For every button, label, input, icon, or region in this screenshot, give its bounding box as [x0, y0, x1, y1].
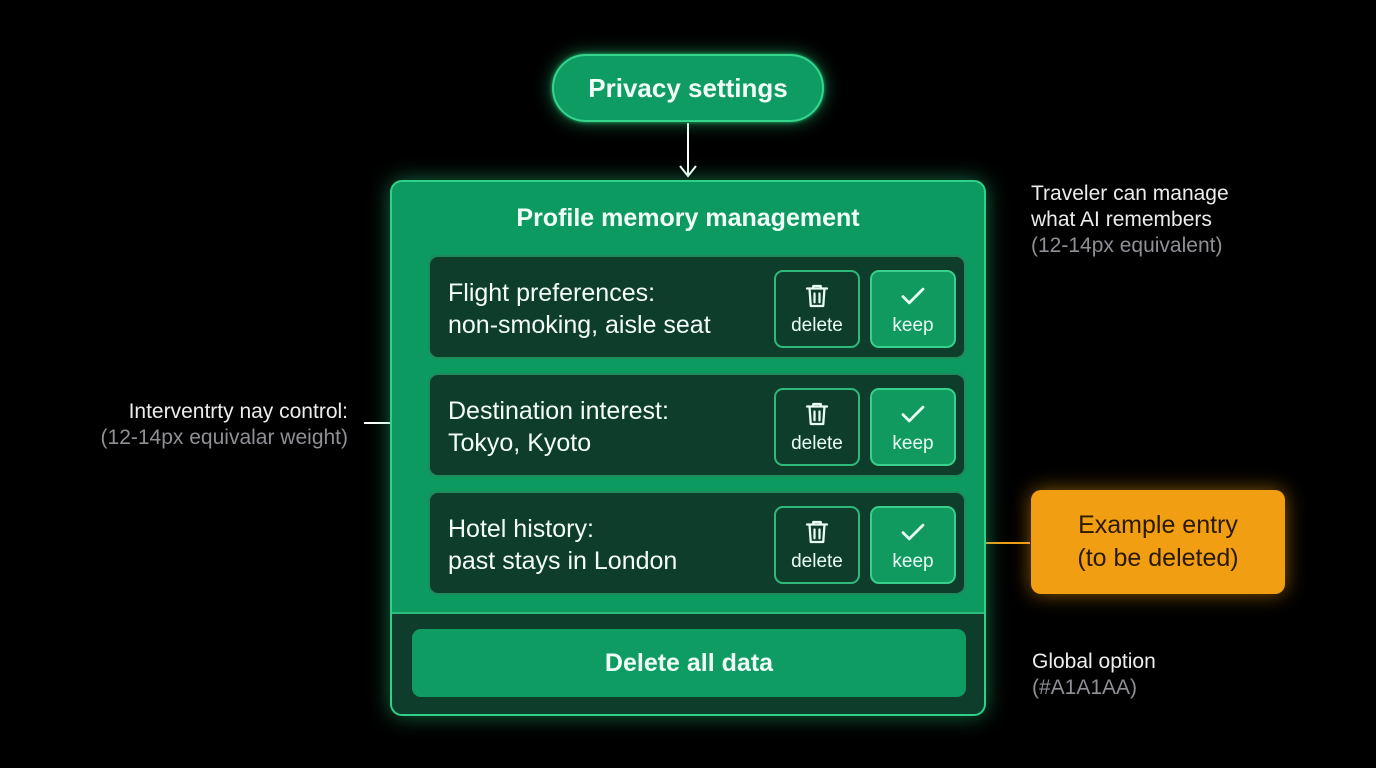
profile-memory-panel: Profile memory management Flight prefere…: [390, 180, 986, 716]
entry-text: Flight preferences: non-smoking, aisle s…: [448, 277, 711, 341]
trash-icon: [805, 402, 829, 426]
memory-entry-hotel: Hotel history: past stays in London dele…: [428, 491, 966, 595]
entry-value: past stays in London: [448, 547, 678, 575]
callout-line: (to be deleted): [1077, 544, 1239, 572]
entry-value: non-smoking, aisle seat: [448, 311, 711, 339]
delete-all-button[interactable]: Delete all data: [412, 629, 966, 697]
keep-label: keep: [892, 433, 934, 454]
trash-icon: [805, 284, 829, 308]
callout-line: Example entry: [1078, 511, 1238, 539]
annotation-line: Global option: [1032, 650, 1156, 673]
delete-label: delete: [791, 315, 843, 336]
keep-button[interactable]: keep: [870, 506, 956, 584]
checkmark-icon: [901, 405, 925, 423]
annotation-control: Interventrty nay control: (12-14px equiv…: [101, 399, 348, 451]
delete-button[interactable]: delete: [774, 270, 860, 348]
example-entry-callout: Example entry (to be deleted): [1031, 490, 1285, 594]
annotation-note: (12-14px equivalar weight): [100, 426, 348, 449]
entry-label: Destination interest:: [448, 397, 669, 425]
annotation-note: (#A1A1AA): [1032, 676, 1138, 699]
delete-button[interactable]: delete: [774, 388, 860, 466]
memory-entry-flight: Flight preferences: non-smoking, aisle s…: [428, 255, 966, 359]
checkmark-icon: [901, 287, 925, 305]
delete-button[interactable]: delete: [774, 506, 860, 584]
annotation-traveler-manage: Traveler can manage what AI remembers (1…: [1031, 181, 1229, 259]
arrow-privacy-to-panel: [679, 123, 697, 178]
keep-button[interactable]: keep: [870, 388, 956, 466]
keep-label: keep: [892, 315, 934, 336]
privacy-settings-button[interactable]: Privacy settings: [552, 54, 824, 122]
annotation-line: Interventrty nay control:: [128, 400, 348, 423]
annotation-note: (12-14px equivalent): [1031, 234, 1223, 257]
panel-title: Profile memory management: [516, 204, 860, 232]
keep-label: keep: [892, 551, 934, 572]
trash-icon: [805, 520, 829, 544]
memory-entry-destination: Destination interest: Tokyo, Kyoto delet…: [428, 373, 966, 477]
entry-label: Hotel history:: [448, 515, 594, 543]
annotation-line: Traveler can manage: [1031, 182, 1229, 205]
panel-footer: Delete all data: [392, 612, 984, 714]
annotation-global-option: Global option (#A1A1AA): [1032, 649, 1156, 701]
annotation-line: what AI remembers: [1031, 208, 1212, 231]
delete-label: delete: [791, 433, 843, 454]
entry-text: Hotel history: past stays in London: [448, 513, 677, 577]
entry-value: Tokyo, Kyoto: [448, 429, 592, 457]
delete-label: delete: [791, 551, 843, 572]
entry-text: Destination interest: Tokyo, Kyoto: [448, 395, 669, 459]
entry-label: Flight preferences:: [448, 279, 656, 307]
keep-button[interactable]: keep: [870, 270, 956, 348]
checkmark-icon: [901, 523, 925, 541]
